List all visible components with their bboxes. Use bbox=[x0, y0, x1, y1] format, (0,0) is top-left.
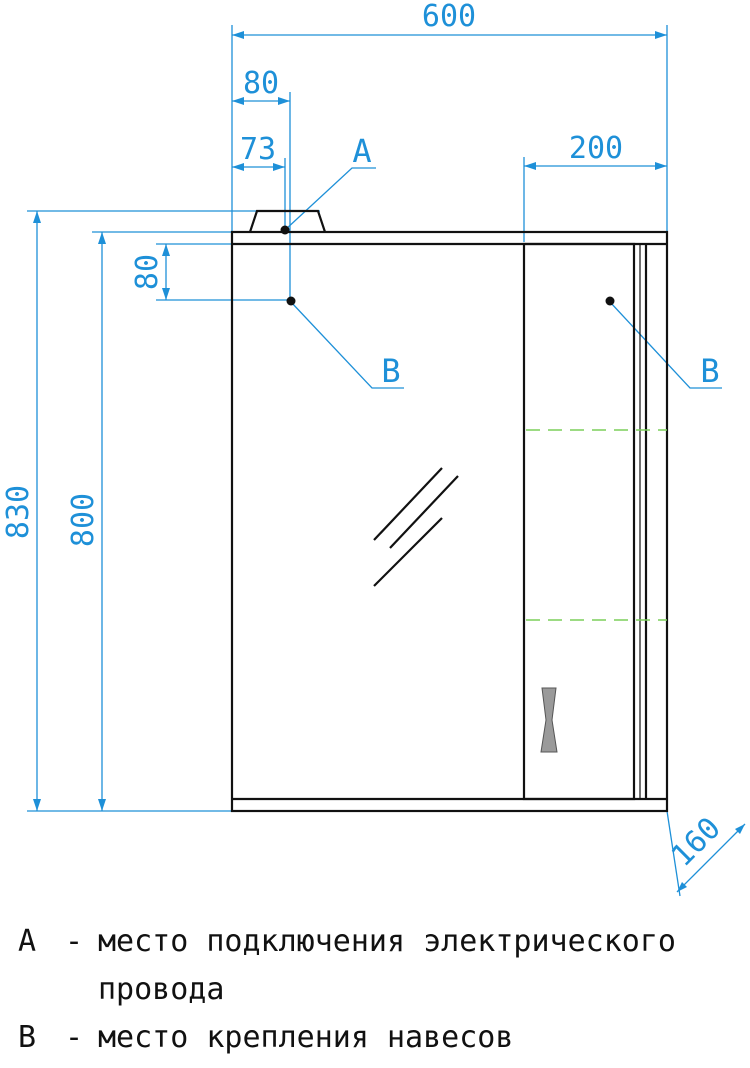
legend-text-a-continuation: провода bbox=[98, 972, 225, 1007]
legend-row-b: B - место крепления навесов bbox=[18, 1014, 748, 1062]
cabinet-frame bbox=[230, 230, 669, 813]
marker-b-left-label: B bbox=[381, 352, 400, 390]
shelves bbox=[526, 429, 667, 621]
dim-80-vertical-label: 80 bbox=[130, 254, 165, 290]
cabinet-drawing: 600 80 73 200 80 830 800 160 A B B bbox=[1, 0, 746, 897]
mount-point-b-right bbox=[605, 296, 615, 306]
dim-160-label: 160 bbox=[665, 811, 728, 874]
legend: A - место подключения электрического про… bbox=[18, 918, 748, 1062]
mirror-glare-2 bbox=[389, 475, 459, 549]
dim-600-label: 600 bbox=[422, 0, 476, 34]
mirror-glare-3 bbox=[373, 517, 443, 587]
legend-row-a: A - место подключения электрического bbox=[18, 918, 748, 966]
dim-73-label: 73 bbox=[240, 132, 276, 167]
cabinet-body bbox=[230, 209, 669, 813]
dim-80-label: 80 bbox=[243, 66, 279, 101]
door-handle bbox=[540, 687, 558, 753]
leader-a bbox=[284, 167, 376, 231]
marker-b-right-label: B bbox=[700, 352, 719, 390]
mirror-glare-1 bbox=[373, 467, 443, 541]
dim-160-line bbox=[676, 823, 746, 893]
lamp-housing bbox=[248, 209, 327, 233]
legend-key-a: A bbox=[18, 924, 37, 959]
legend-dash-a: - bbox=[64, 924, 84, 959]
legend-row-a-continuation: провода bbox=[18, 966, 748, 1014]
legend-key-b: B bbox=[18, 1020, 37, 1055]
dim-830-label: 830 bbox=[1, 485, 36, 539]
legend-text-a: место подключения электрического bbox=[98, 924, 676, 959]
legend-dash-b: - bbox=[64, 1020, 84, 1055]
leader-b-right bbox=[609, 301, 722, 389]
mount-point-a bbox=[280, 225, 290, 235]
dimension-lines bbox=[27, 25, 746, 897]
legend-text-b: место крепления навесов bbox=[98, 1020, 514, 1055]
dimension-arrows bbox=[33, 31, 745, 892]
dim-800-label: 800 bbox=[66, 493, 101, 547]
dim-200-label: 200 bbox=[569, 131, 623, 166]
leader-b-left bbox=[290, 301, 404, 389]
side-door bbox=[522, 242, 636, 801]
mount-point-b-left bbox=[286, 296, 296, 306]
marker-a-label: A bbox=[352, 132, 371, 170]
